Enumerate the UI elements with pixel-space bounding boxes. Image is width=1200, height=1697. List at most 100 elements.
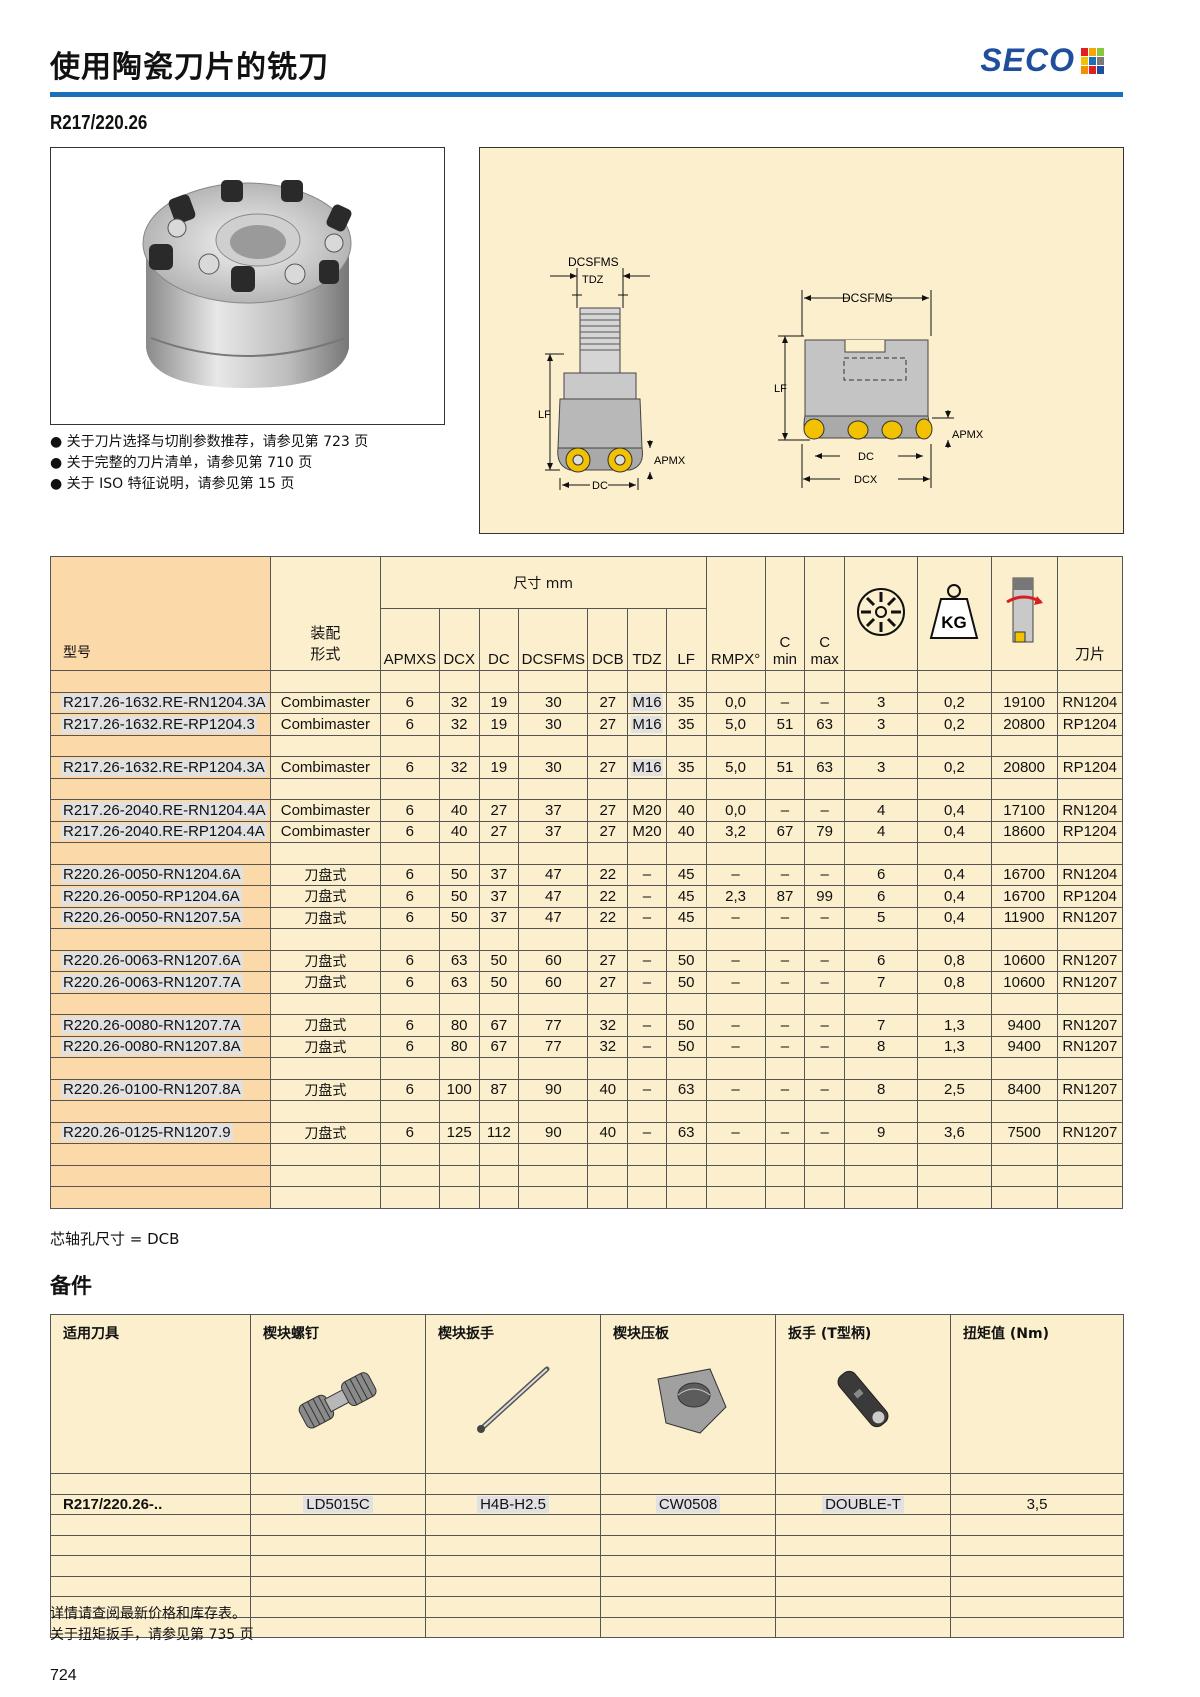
note-insert-list: ● 关于完整的刀片清单，请参见第 710 页 <box>50 455 313 471</box>
cell-teeth: 4 <box>843 799 919 822</box>
parts-wedge-plate: CW0508 <box>600 1493 776 1515</box>
cell-dcb: 27 <box>587 971 629 994</box>
footer-note-torque-wrench: 关于扭矩扳手，请参见第 735 页 <box>50 1627 254 1643</box>
cell-mount: Combimaster <box>269 691 381 714</box>
cell-dcsfms: 37 <box>518 799 589 822</box>
cell-rmpx: – <box>705 906 766 929</box>
shell-mill-drawing <box>803 339 933 440</box>
cell-cmax: 99 <box>804 885 845 908</box>
cell-apmxs: 6 <box>379 1121 440 1144</box>
wedge-plate-icon <box>657 1368 727 1434</box>
brand-logo: SECO <box>980 42 1104 79</box>
cell-teeth: 3 <box>843 691 919 714</box>
spacer-row <box>50 842 1124 865</box>
header-rmpx: RMPX° <box>705 556 766 671</box>
header-dcx: DCX <box>438 608 480 671</box>
cell-mount: 刀盘式 <box>269 1014 381 1037</box>
cell-model: R220.26-0100-RN1207.8A <box>50 1078 271 1101</box>
cell-cmin: – <box>764 799 806 822</box>
brand-mark-square <box>1081 56 1088 65</box>
cell-dcx: 80 <box>438 1035 480 1058</box>
cell-max-rpm: 20800 <box>990 756 1058 779</box>
header-teeth <box>843 556 919 671</box>
cell-dcb: 40 <box>587 1121 629 1144</box>
cell-teeth: 6 <box>843 885 919 908</box>
cell-lf: 35 <box>665 756 707 779</box>
spacer-row <box>50 1186 1124 1209</box>
cell-insert: RN1204 <box>1056 799 1124 822</box>
cell-apmxs: 6 <box>379 799 440 822</box>
cell-lf: 45 <box>665 863 707 886</box>
cell-apmxs: 6 <box>379 1014 440 1037</box>
cell-model: R220.26-0063-RN1207.6A <box>50 949 271 972</box>
cell-dcx: 80 <box>438 1014 480 1037</box>
cell-cmin: 51 <box>764 713 806 736</box>
cell-mount: 刀盘式 <box>269 1035 381 1058</box>
spacer-row <box>50 992 1124 1015</box>
cell-tdz: M16 <box>627 691 667 714</box>
cell-rmpx: – <box>705 863 766 886</box>
cell-apmxs: 6 <box>379 863 440 886</box>
cell-mount: 刀盘式 <box>269 1078 381 1101</box>
cell-apmxs: 6 <box>379 1035 440 1058</box>
model-code: R217/220.26 <box>50 112 148 134</box>
cell-model: R220.26-0125-RN1207.9 <box>50 1121 271 1144</box>
cell-apmxs: 6 <box>379 949 440 972</box>
cell-lf: 45 <box>665 906 707 929</box>
cell-cmin: – <box>764 1035 806 1058</box>
cell-dcsfms: 47 <box>518 885 589 908</box>
cell-apmxs: 6 <box>379 906 440 929</box>
label-dcsfms-right: DCSFMS <box>842 291 893 305</box>
cell-dcx: 40 <box>438 820 480 843</box>
cell-dcx: 50 <box>438 863 480 886</box>
cell-weight: 0,4 <box>917 799 992 822</box>
cell-dc: 50 <box>478 971 520 994</box>
cell-model: R220.26-0050-RN1204.6A <box>50 863 271 886</box>
cell-max-rpm: 10600 <box>990 971 1058 994</box>
cell-cmax: – <box>804 1035 845 1058</box>
cell-teeth: 9 <box>843 1121 919 1144</box>
cell-insert: RN1207 <box>1056 949 1124 972</box>
cell-insert: RN1204 <box>1056 863 1124 886</box>
cell-dcsfms: 77 <box>518 1035 589 1058</box>
cell-dcb: 22 <box>587 885 629 908</box>
cell-dcx: 125 <box>438 1121 480 1144</box>
cell-cmax: – <box>804 1014 845 1037</box>
note-iso-features: ● 关于 ISO 特征说明，请参见第 15 页 <box>50 476 295 492</box>
cell-rmpx: 3,2 <box>705 820 766 843</box>
cell-apmxs: 6 <box>379 713 440 736</box>
cell-cmin: – <box>764 863 806 886</box>
header-max-rpm <box>990 556 1058 671</box>
cell-lf: 63 <box>665 1121 707 1144</box>
cell-lf: 63 <box>665 1078 707 1101</box>
cell-apmxs: 6 <box>379 756 440 779</box>
cell-rmpx: 2,3 <box>705 885 766 908</box>
cell-insert: RP1204 <box>1056 885 1124 908</box>
cell-insert: RP1204 <box>1056 820 1124 843</box>
cell-dcx: 100 <box>438 1078 480 1101</box>
cell-cmin: – <box>764 1078 806 1101</box>
cell-dcsfms: 30 <box>518 756 589 779</box>
cell-mount: 刀盘式 <box>269 971 381 994</box>
cell-model: R217.26-2040.RE-RN1204.4A <box>50 799 271 822</box>
cell-weight: 0,2 <box>917 713 992 736</box>
cell-model: R220.26-0050-RN1207.5A <box>50 906 271 929</box>
parts-header-wedge-key: 楔块扳手 <box>425 1314 601 1474</box>
spacer-row <box>50 928 1124 951</box>
cell-weight: 1,3 <box>917 1014 992 1037</box>
cell-max-rpm: 11900 <box>990 906 1058 929</box>
label-apmx-left: APMX <box>654 455 686 467</box>
header-dimensions: 尺寸 mm <box>379 556 707 609</box>
label-dc-right: DC <box>858 451 874 463</box>
cell-mount: 刀盘式 <box>269 863 381 886</box>
label-lf-left: LF <box>538 409 551 421</box>
cell-cmax: 63 <box>804 756 845 779</box>
cell-weight: 1,3 <box>917 1035 992 1058</box>
cell-dcb: 22 <box>587 906 629 929</box>
